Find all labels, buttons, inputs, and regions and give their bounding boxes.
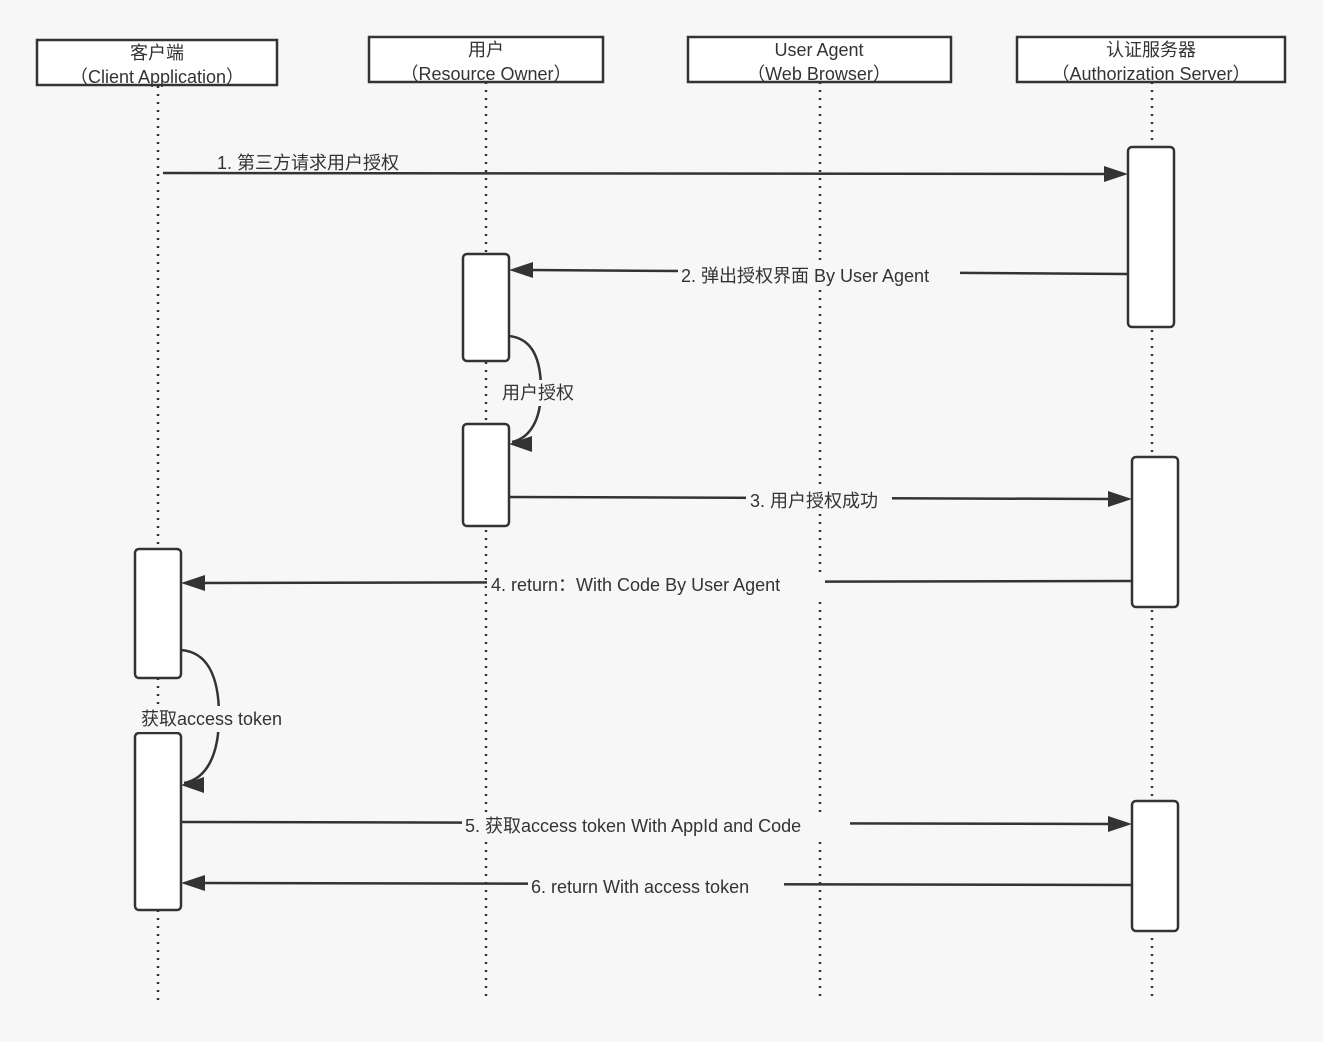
participant-client: 客户端 （Client Application） <box>35 38 279 87</box>
message-6-label: 6. return With access token <box>531 877 749 897</box>
message-3-arrowhead <box>1108 491 1132 507</box>
activation-auth-2 <box>1130 455 1180 609</box>
message-2-arrowhead <box>509 262 533 278</box>
activation-user-1 <box>461 252 511 363</box>
activation-auth-3 <box>1130 799 1180 933</box>
participant-client-box <box>35 38 279 87</box>
message-1: 1. 第三方请求用户授权 <box>162 153 1128 182</box>
message-2: 2. 弹出授权界面 By User Agent <box>509 262 1129 288</box>
activation-auth-1 <box>1126 145 1176 329</box>
message-6-label-bg <box>528 873 784 899</box>
message-6: 6. return With access token <box>181 873 1133 899</box>
message-self-user-label: 用户授权 <box>502 383 574 403</box>
message-4-label: 4. return：With Code By User Agent <box>491 575 780 595</box>
message-3: 3. 用户授权成功 <box>508 487 1132 513</box>
participant-agent-name: User Agent <box>774 40 863 60</box>
participant-user-box <box>367 35 605 84</box>
message-self-client: 获取access token <box>138 648 302 793</box>
message-5-arrowhead <box>1108 816 1132 832</box>
message-4: 4. return：With Code By User Agent <box>181 572 1133 598</box>
message-2-label-bg <box>678 262 960 288</box>
message-4-label-bg <box>487 572 825 598</box>
message-1-line <box>162 171 1109 176</box>
participant-user-name: 用户 <box>468 40 504 60</box>
message-1-arrowhead <box>1104 166 1128 182</box>
activation-client-2 <box>133 731 183 912</box>
message-4-arrowhead <box>181 575 205 591</box>
message-self-user-arrowhead <box>509 436 532 452</box>
message-5: 5. 获取access token With AppId and Code <box>180 812 1132 838</box>
participant-user-subtitle: （Resource Owner） <box>400 64 571 84</box>
message-6-arrowhead <box>181 875 205 891</box>
message-5-label: 5. 获取access token With AppId and Code <box>465 816 801 836</box>
participant-auth: 认证服务器 （Authorization Server） <box>1015 35 1287 84</box>
message-3-label: 3. 用户授权成功 <box>750 491 878 511</box>
message-self-client-arrowhead <box>181 777 204 793</box>
participant-auth-subtitle: （Authorization Server） <box>1051 64 1250 84</box>
participant-agent-box <box>686 35 953 84</box>
message-self-user-label-bg <box>500 380 584 406</box>
message-1-label: 1. 第三方请求用户授权 <box>217 153 399 173</box>
message-self-user: 用户授权 <box>500 334 584 452</box>
message-self-client-label-bg <box>138 706 302 732</box>
message-3-label-bg <box>746 487 892 513</box>
activation-client-1 <box>133 547 183 680</box>
participant-client-subtitle: （Client Application） <box>70 67 244 87</box>
activation-user-2 <box>461 422 511 528</box>
participant-user: 用户 （Resource Owner） <box>367 35 605 84</box>
participant-agent: User Agent （Web Browser） <box>686 35 953 84</box>
participant-agent-subtitle: （Web Browser） <box>747 64 891 84</box>
message-self-client-label: 获取access token <box>141 709 282 729</box>
participant-client-name: 客户端 <box>130 43 184 63</box>
message-5-label-bg <box>462 812 850 838</box>
participant-auth-name: 认证服务器 <box>1106 40 1196 60</box>
participant-auth-box <box>1015 35 1287 84</box>
message-2-label: 2. 弹出授权界面 By User Agent <box>681 266 929 286</box>
